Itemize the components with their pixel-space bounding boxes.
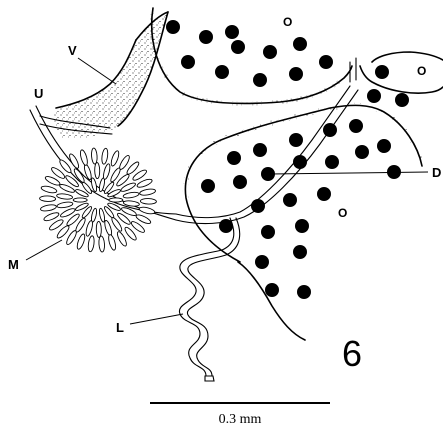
ovum-dot [201, 179, 215, 193]
gland-cell [40, 204, 57, 212]
ovum-dot [253, 73, 267, 87]
gland-cell [123, 191, 140, 199]
ovum-dot [231, 40, 245, 54]
gland-cell [103, 220, 113, 237]
ovum-dot [367, 89, 381, 103]
leader-d [270, 172, 428, 174]
ovum-dot [323, 123, 337, 137]
ovum-dot [319, 55, 333, 69]
label-v: V [68, 43, 77, 58]
gland-cell [83, 164, 93, 181]
gland-cell [110, 150, 121, 167]
ovum-dot [253, 143, 267, 157]
ovum-dot [293, 155, 307, 169]
gland-cell [109, 198, 123, 202]
ovum-dot [289, 133, 303, 147]
gland-cell [95, 163, 100, 179]
mehlis-gland [40, 148, 157, 252]
gland-cell [139, 188, 156, 196]
ovum-dot [289, 67, 303, 81]
ovum-dot [283, 193, 297, 207]
ovum-dot [261, 225, 275, 239]
gland-cell [79, 149, 89, 166]
figure-number: 6 [342, 333, 362, 374]
ovum-dot [325, 155, 339, 169]
gland-cell [98, 236, 105, 252]
gland-cell [107, 234, 117, 251]
ovum-dot [219, 219, 233, 233]
label-l: L [116, 320, 124, 335]
laurer-canal [179, 218, 239, 381]
leader-m [26, 240, 62, 260]
ovum-dot [233, 175, 247, 189]
ovum-dot [225, 25, 239, 39]
gland-cell [56, 193, 72, 200]
label-d: D [432, 165, 441, 180]
oviduct [176, 58, 358, 224]
gland-cell [98, 208, 105, 223]
ovum-dot [293, 37, 307, 51]
label-m: M [8, 257, 19, 272]
ovary-upper-lobe [152, 8, 443, 103]
ovum-dot [255, 255, 269, 269]
gland-cell [87, 236, 95, 253]
gland-cell [40, 196, 56, 202]
label-o-right: O [417, 64, 426, 78]
ovum-dot [181, 55, 195, 69]
label-u: U [34, 86, 43, 101]
gland-cell [140, 198, 156, 204]
gland-cell [101, 148, 109, 165]
ovum-dot [227, 151, 241, 165]
gland-cell [57, 201, 74, 209]
gland-cell [73, 198, 87, 202]
ovum-dot [199, 30, 213, 44]
label-o-top: O [283, 15, 292, 29]
ovum-dot [395, 93, 409, 107]
ovum-dot [297, 285, 311, 299]
leader-l [130, 314, 183, 324]
ovum-dot [263, 45, 277, 59]
leader-v [78, 58, 116, 84]
ovum-dot [293, 245, 307, 259]
scale-bar-label: 0.3 mm [219, 412, 262, 427]
gland-cell [76, 233, 87, 250]
ovum-dot [251, 199, 265, 213]
ovum-dot [377, 139, 391, 153]
ovum-dot [295, 219, 309, 233]
ovum-dot [215, 65, 229, 79]
ovum-dot [317, 187, 331, 201]
ovum-dot [166, 20, 180, 34]
ovum-dot [355, 145, 369, 159]
ovum-dot [265, 283, 279, 297]
ovum-dot [349, 119, 363, 133]
gland-cell [102, 163, 111, 180]
gland-cell [41, 185, 58, 194]
label-o-lower: O [338, 206, 347, 220]
gland-cell [91, 148, 98, 164]
gland-cell [85, 220, 94, 237]
gland-cell [96, 221, 101, 237]
ovum-dot [375, 65, 389, 79]
gland-cell [139, 206, 156, 215]
